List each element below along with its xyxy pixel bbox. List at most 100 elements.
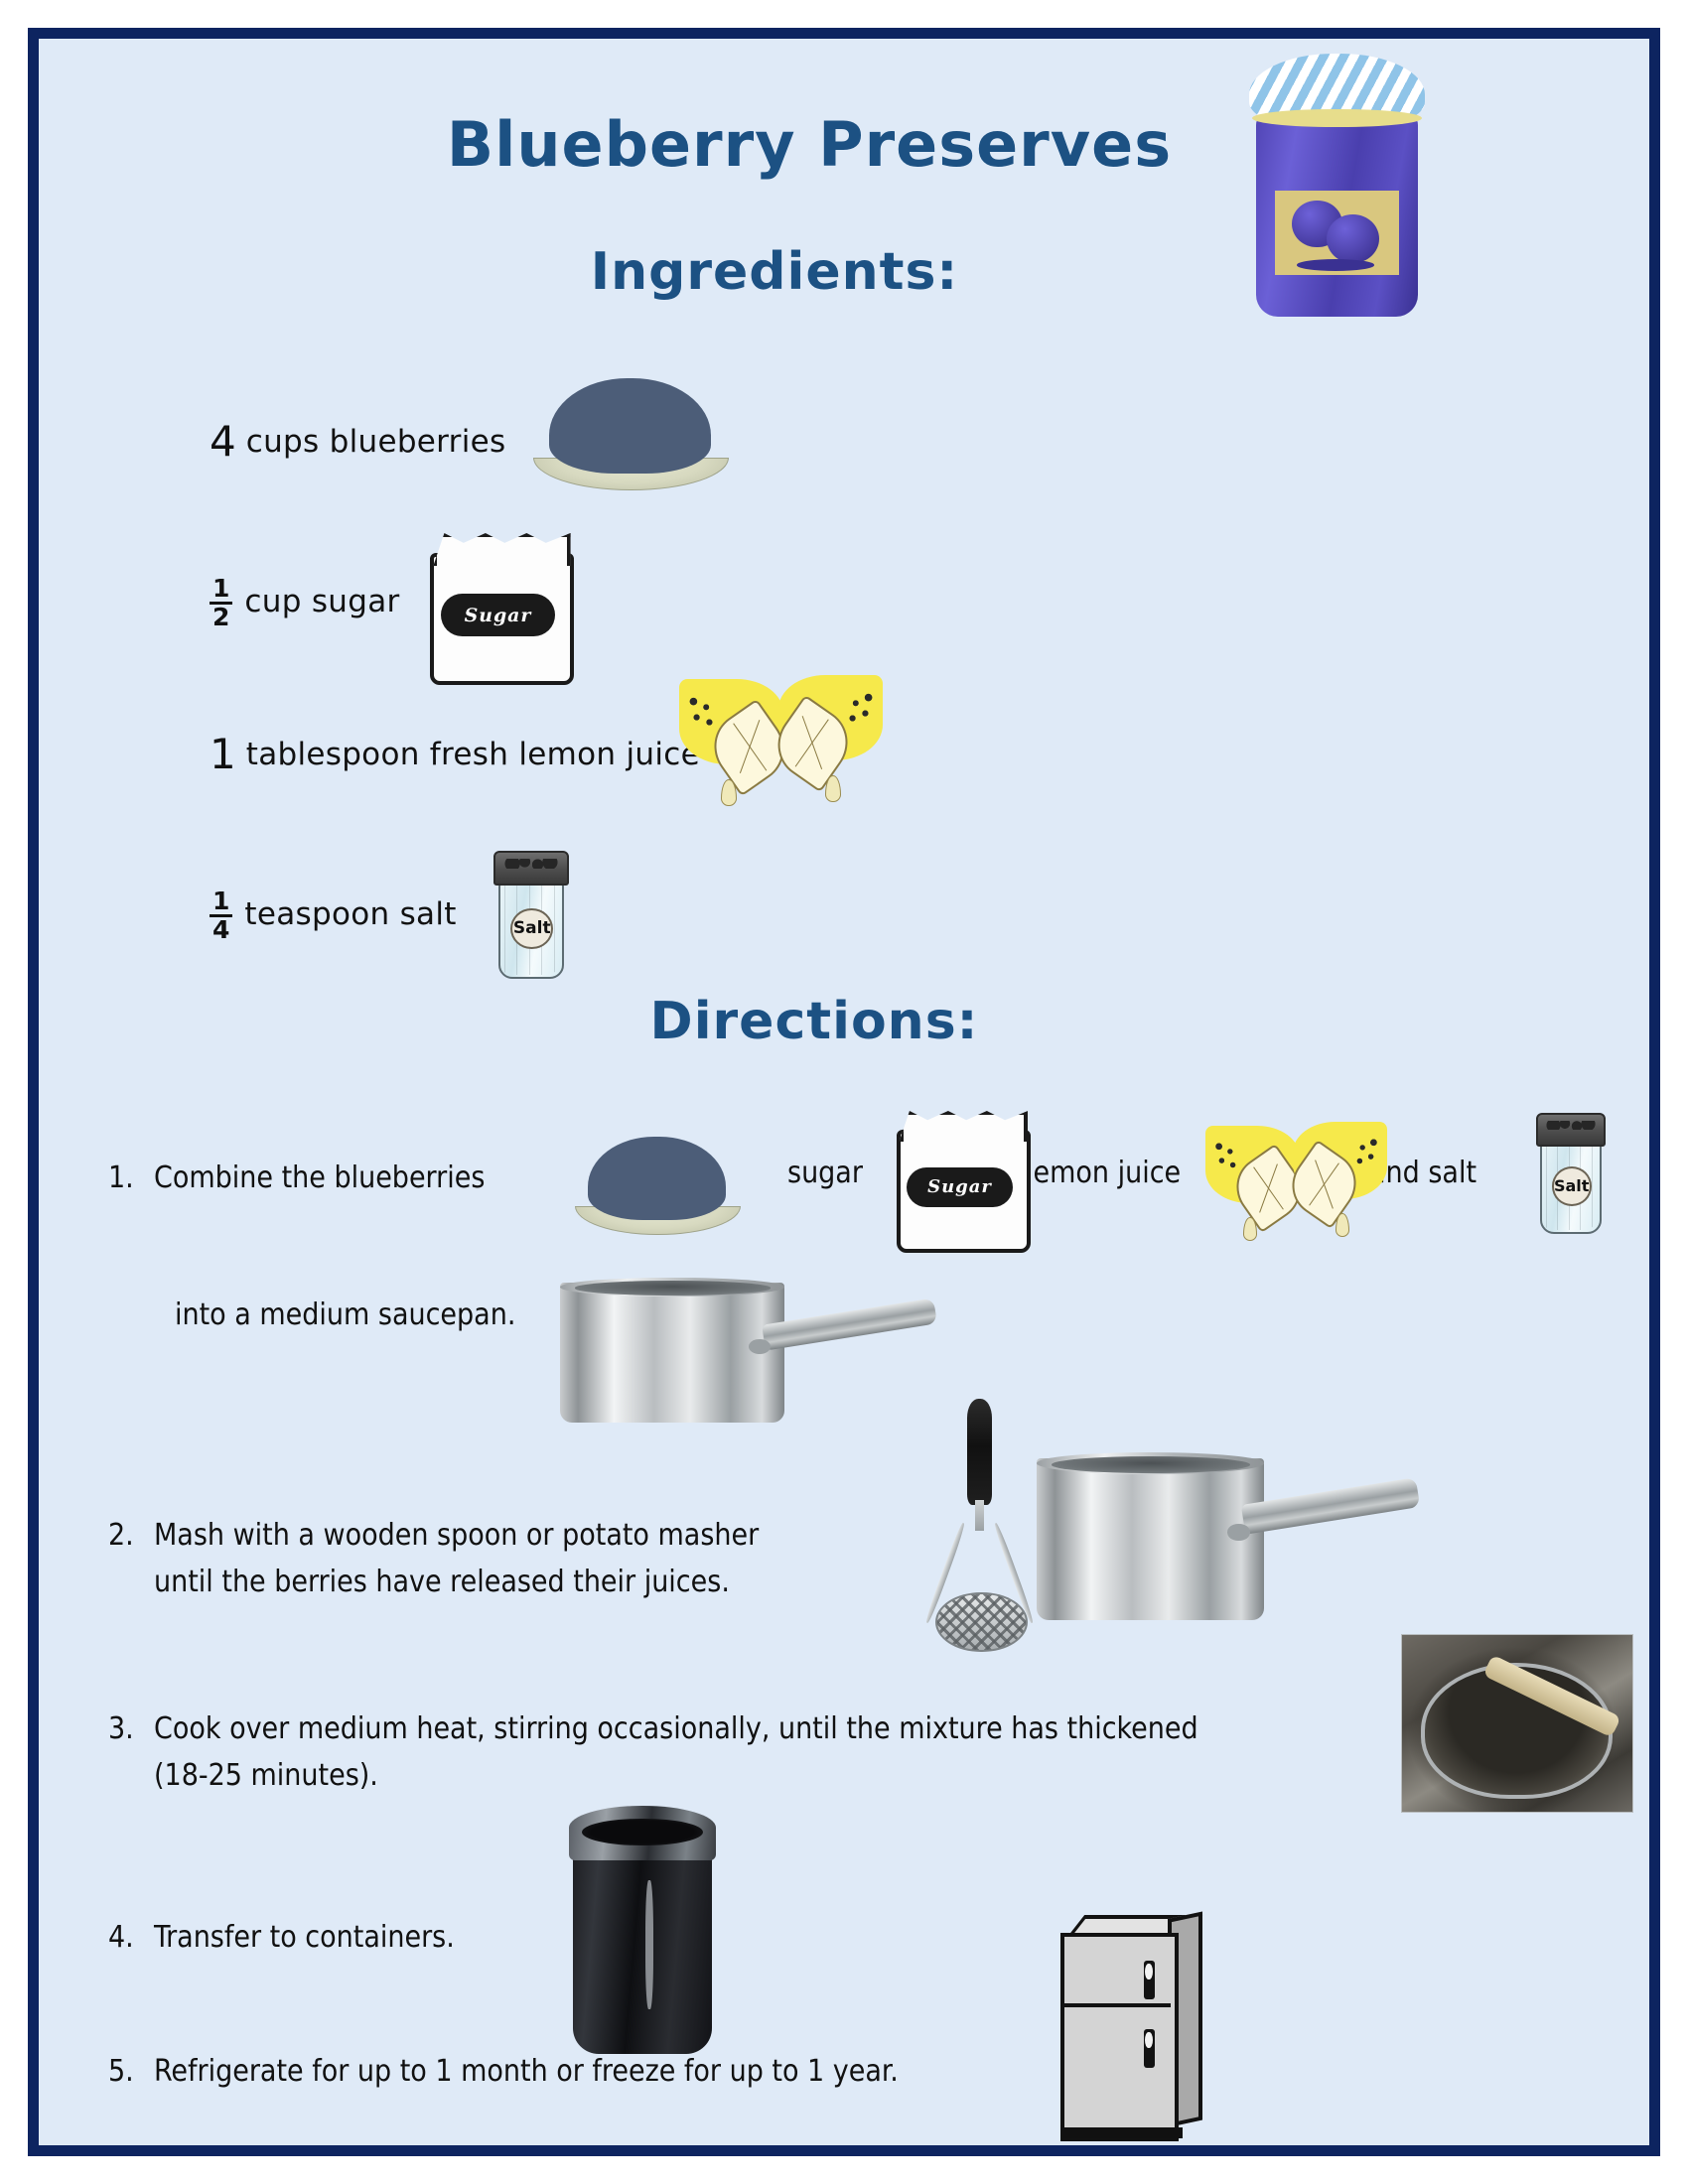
ingredient-amount: 4 (210, 417, 236, 466)
lemon-seeds (843, 690, 875, 728)
step-1-text-sugar: sugar (787, 1156, 863, 1190)
step-number: 2. (108, 1518, 134, 1553)
shaker-label: Salt (1551, 1166, 1592, 1206)
direction-step-4: 4. Transfer to containers. (108, 1915, 455, 1962)
ingredient-fraction: 1 2 (210, 574, 233, 630)
direction-step-5: 5. Refrigerate for up to 1 month or free… (108, 2049, 899, 2096)
lemon-half-left (679, 679, 798, 806)
salt-shaker-image: Salt (491, 851, 569, 979)
step-number: 3. (108, 1711, 134, 1746)
step-1-continuation: into a medium saucepan. (175, 1297, 516, 1332)
masher-plate (935, 1591, 1028, 1652)
ingredient-amount: 1 (210, 730, 236, 778)
fraction-denominator: 4 (210, 913, 233, 943)
direction-step-2: 2. Mash with a wooden spoon or potato ma… (108, 1513, 759, 1605)
juice-drop (825, 775, 841, 802)
step-text-line1: Mash with a wooden spoon or potato mashe… (154, 1518, 760, 1553)
fraction-numerator: 1 (212, 574, 230, 603)
pan-body (560, 1282, 785, 1423)
pan-handle (762, 1297, 938, 1350)
saucepan-image (560, 1270, 938, 1429)
jar-tie (1252, 108, 1422, 128)
stove-pot-photo (1401, 1634, 1633, 1813)
page-title: Blueberry Preserves (446, 108, 1173, 181)
lemon-halves-image (679, 675, 883, 823)
lemon-seeds (687, 694, 719, 732)
pan-interior (574, 1281, 771, 1296)
lemon-halves-image (1205, 1122, 1387, 1255)
bag-label-text: Sugar (927, 1176, 992, 1198)
ingredient-label: teaspoon salt (244, 896, 457, 932)
fridge-base (1063, 2126, 1183, 2138)
ingredients-heading: Ingredients: (590, 242, 959, 302)
pan-handle (1240, 1477, 1421, 1535)
step-text-line1: Cook over medium heat, stirring occasion… (154, 1711, 1198, 1746)
ingredient-label: cups blueberries (245, 424, 506, 460)
jam-jar-illustration (1245, 54, 1429, 317)
recipe-card: Blueberry Preserves Ingredients: 4 cups … (28, 28, 1660, 2156)
masher-neck (975, 1500, 984, 1531)
fraction-numerator: 1 (212, 887, 230, 915)
fridge-body (1060, 1933, 1179, 2142)
lemon-half-right (764, 675, 883, 802)
step-number: 1. (108, 1160, 134, 1195)
bag-top (899, 1111, 1029, 1142)
saucepan-image (1037, 1443, 1421, 1627)
direction-step-1: 1. Combine the blueberries (108, 1156, 485, 1202)
sugar-bag-image: Sugar (888, 1111, 1032, 1253)
blueberry-pile (548, 378, 712, 475)
ingredient-label: cup sugar (244, 584, 400, 619)
shaker-label-text: Salt (1553, 1176, 1590, 1196)
blueberry-bowl-image (575, 1131, 741, 1235)
jam-jar-photo (563, 1806, 722, 2054)
pan-rivet (748, 1339, 771, 1354)
jar-glass (572, 1826, 713, 2054)
salt-shaker-image: Salt (1533, 1113, 1607, 1234)
bag-label: Sugar (906, 1166, 1014, 1208)
ingredient-row-blueberries: 4 cups blueberries (210, 421, 505, 463)
step-1-text-salt: and salt (1369, 1156, 1477, 1190)
juice-drop (1335, 1213, 1349, 1237)
ingredient-label: tablespoon fresh lemon juice (245, 737, 700, 772)
pan-interior (1051, 1455, 1250, 1473)
step-number: 4. (108, 1920, 134, 1955)
direction-step-3: 3. Cook over medium heat, stirring occas… (108, 1706, 1198, 1799)
jar-label (1274, 190, 1400, 275)
fridge-door-handle (1144, 2028, 1155, 2068)
blueberry-bowl-image (533, 371, 729, 490)
shaker-cap (493, 851, 569, 887)
lemon-seeds (1212, 1140, 1242, 1173)
ingredient-row-sugar: 1 2 cup sugar (210, 574, 400, 630)
lemon-seeds (1350, 1136, 1380, 1169)
bag-top (433, 533, 571, 566)
jar-highlight (645, 1880, 654, 2009)
refrigerator-image (1052, 1910, 1203, 2142)
step-text: Combine the blueberries (154, 1160, 486, 1195)
pan-body (1037, 1457, 1265, 1620)
berry-icon (1327, 213, 1380, 263)
sugar-bag-image: Sugar (421, 533, 575, 685)
lemon-half-right (1279, 1122, 1387, 1237)
step-text: Refrigerate for up to 1 month or freeze … (154, 2054, 899, 2089)
masher-handle (966, 1399, 993, 1506)
shaker-cap (1535, 1113, 1607, 1147)
potato-masher-image (923, 1399, 1036, 1652)
fridge-door-divider (1060, 2003, 1171, 2008)
step-text: Transfer to containers. (154, 1920, 455, 1955)
pan-rivet (1227, 1524, 1250, 1542)
juice-drop (721, 779, 737, 806)
berry-shadow (1297, 259, 1375, 272)
jam-surface (582, 1818, 703, 1845)
bag-label: Sugar (441, 593, 555, 637)
step-1-text-lemon: lemon juice (1026, 1156, 1182, 1190)
lemon-half-left (1205, 1126, 1314, 1241)
shaker-label: Salt (510, 907, 554, 949)
step-text-line2: (18-25 minutes). (154, 1757, 378, 1793)
blueberry-pile (588, 1137, 726, 1221)
directions-heading: Directions: (649, 992, 979, 1051)
step-text-line2: until the berries have released their ju… (154, 1564, 730, 1599)
step-number: 5. (108, 2054, 134, 2089)
ingredient-row-salt: 1 4 teaspoon salt (210, 887, 457, 943)
fraction-denominator: 2 (210, 601, 233, 630)
freezer-door-handle (1144, 1960, 1155, 1999)
